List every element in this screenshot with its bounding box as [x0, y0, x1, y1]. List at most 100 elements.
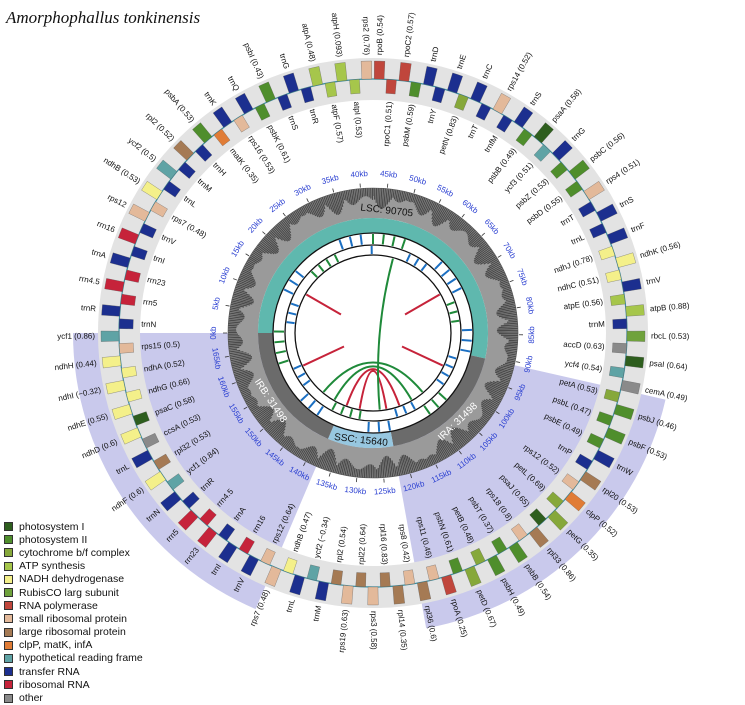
- gc-bar: [364, 467, 365, 478]
- gene-label: rpoC2 (0.57): [402, 12, 416, 58]
- gene-label: rrn16: [96, 219, 117, 234]
- repeat-mark: [383, 235, 384, 245]
- kb-tick: [329, 473, 330, 477]
- gene-label: ycf4 (0.54): [564, 359, 603, 374]
- gene-label: trnF: [630, 221, 647, 235]
- legend-item: photosystem II: [4, 533, 143, 546]
- gene-label: trnT: [559, 213, 576, 228]
- kb-label: 70kb: [501, 241, 518, 261]
- gene-label: trnS: [528, 90, 544, 107]
- kb-tick: [246, 254, 249, 256]
- gene-label: trnH: [211, 161, 228, 178]
- gene-block: [121, 294, 136, 305]
- repeat-mark: [287, 322, 295, 323]
- gene-label: trnV: [160, 233, 178, 248]
- gene-label: trnT: [466, 123, 480, 140]
- gene-label: ndhB (0.53): [102, 156, 142, 186]
- gc-bar: [228, 339, 242, 340]
- gene-label: trnS: [286, 115, 300, 132]
- kb-label: 10kb: [217, 265, 232, 285]
- legend-item: NADH dehydrogenase: [4, 573, 143, 586]
- legend-label: RNA polymerase: [19, 600, 98, 612]
- gene-label: rps19 (0.63): [337, 609, 350, 653]
- gc-bar: [499, 327, 518, 328]
- gc-bar: [362, 188, 363, 197]
- legend-item: other: [4, 691, 143, 704]
- legend-label: other: [19, 692, 43, 704]
- kb-label: 15kb: [229, 239, 246, 259]
- gene-label: rrn5: [143, 297, 159, 308]
- legend-item: cytochrome b/f complex: [4, 546, 143, 559]
- gene-label: atpH (0.093): [330, 12, 344, 58]
- gene-label: atpI (0.53): [352, 101, 364, 138]
- gene-label: trnS: [618, 195, 635, 210]
- gene-label: atpF (0.57): [330, 104, 346, 144]
- gene-block: [119, 343, 134, 353]
- legend-label: RubisCO larg subunit: [19, 587, 119, 599]
- gene-label: psaI (0.64): [649, 359, 688, 372]
- legend-label: ATP synthesis: [19, 560, 85, 572]
- legend-swatch: [4, 654, 13, 663]
- gene-label: rps12: [106, 192, 128, 209]
- gene-block: [626, 305, 645, 317]
- gene-label: trnN: [141, 320, 157, 330]
- kb-label: 60kb: [461, 198, 481, 216]
- gc-bar: [364, 188, 365, 196]
- gene-label: trnM: [589, 320, 606, 330]
- gene-label: trnfM: [482, 134, 499, 155]
- gene-block: [102, 356, 121, 368]
- gene-label: psaA (0.58): [550, 87, 584, 124]
- gene-label: psbC (0.56): [588, 130, 627, 163]
- kb-tick: [517, 307, 521, 308]
- repeat-mark: [359, 411, 360, 419]
- gc-bar: [380, 465, 381, 478]
- legend-item: transfer RNA: [4, 665, 143, 678]
- gene-label: trnV: [645, 275, 662, 287]
- legend-swatch: [4, 535, 13, 544]
- gene-label: trnG: [570, 126, 587, 143]
- legend-swatch: [4, 575, 13, 584]
- legend-item: small ribosomal protein: [4, 612, 143, 625]
- gene-label: trnM: [196, 177, 214, 195]
- legend-swatch: [4, 601, 13, 610]
- gc-bar: [361, 469, 362, 478]
- gene-label: trnM: [311, 604, 323, 622]
- gene-label: psbI (0.43): [242, 42, 266, 81]
- legend-item: large ribosomal protein: [4, 626, 143, 639]
- kb-tick: [439, 199, 441, 203]
- gene-label: trnL: [284, 597, 297, 613]
- gc-bar: [366, 465, 367, 477]
- kb-label: 80kb: [524, 296, 536, 315]
- kb-tick: [498, 255, 501, 257]
- legend-label: small ribosomal protein: [19, 613, 127, 625]
- gc-bar: [508, 320, 517, 321]
- gene-label: ndhJ (0.78): [553, 253, 595, 275]
- gene-label: trnR: [308, 108, 321, 125]
- gene-label: rrn23: [146, 275, 167, 288]
- gene-label: rrn4.5: [78, 274, 101, 287]
- gene-label: ycf1 (0.86): [57, 331, 95, 340]
- kb-tick: [283, 213, 285, 216]
- gene-label: rpl22 (0.64): [357, 523, 368, 565]
- legend-label: ribosomal RNA: [19, 679, 90, 691]
- kb-label: 125kb: [374, 486, 397, 497]
- legend-swatch: [4, 667, 13, 676]
- gene-label: accD (0.63): [563, 340, 605, 352]
- legend-swatch: [4, 614, 13, 623]
- gc-bar: [363, 468, 364, 478]
- gene-label: trnK: [202, 90, 218, 108]
- kb-label: 30kb: [293, 182, 313, 198]
- kb-label: 130kb: [344, 485, 367, 496]
- gene-block: [380, 572, 390, 586]
- gene-block: [627, 331, 645, 342]
- gene-block: [361, 61, 372, 79]
- gene-label: ndhC (0.51): [557, 275, 601, 294]
- kb-label: 65kb: [483, 217, 502, 236]
- legend-item: clpP, matK, infA: [4, 639, 143, 652]
- legend-swatch: [4, 522, 13, 531]
- legend-label: NADH dehydrogenase: [19, 573, 124, 585]
- kb-label: 25kb: [268, 196, 288, 214]
- gene-label: rps4 (0.51): [604, 157, 642, 186]
- repeat-mark: [462, 340, 472, 341]
